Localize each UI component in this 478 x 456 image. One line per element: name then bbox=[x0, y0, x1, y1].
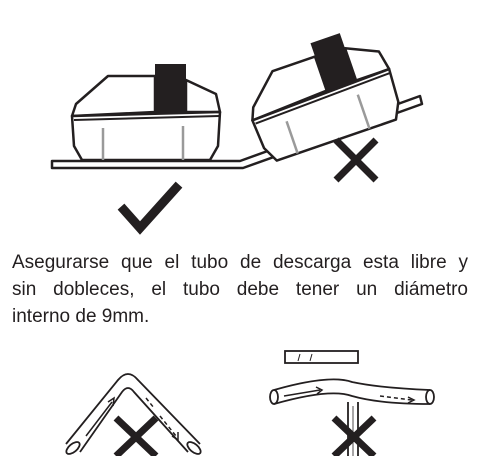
bent-tube bbox=[65, 373, 202, 455]
x-mark-icon bbox=[331, 415, 377, 456]
mounting-surface bbox=[50, 94, 424, 170]
unit-tilted bbox=[251, 33, 400, 162]
check-mark-icon bbox=[117, 181, 183, 235]
x-mark-icon bbox=[333, 137, 379, 183]
unit-placement-illustration bbox=[50, 33, 424, 235]
drain-tube-illustration bbox=[0, 346, 478, 456]
unit-level bbox=[70, 64, 222, 162]
instruction-line-2: sin dobleces, el tubo debe tener un diám… bbox=[12, 279, 468, 300]
x-mark-icon bbox=[113, 415, 159, 456]
instruction-line-1: Asegurarse que el tubo de descarga esta … bbox=[12, 252, 468, 273]
instruction-line-3: interno de 9mm. bbox=[12, 306, 150, 327]
instruction-text: Asegurarse que el tubo de descarga esta … bbox=[12, 249, 468, 330]
pinched-tube bbox=[269, 350, 435, 456]
